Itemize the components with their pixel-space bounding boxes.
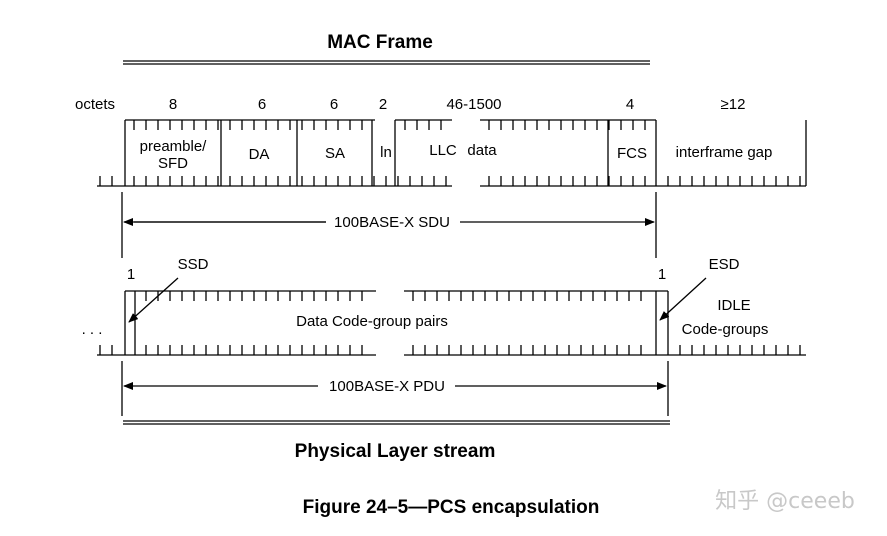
pdu-label: 100BASE-X PDU xyxy=(329,378,445,395)
sdu-label: 100BASE-X SDU xyxy=(334,214,450,231)
ssd-label: SSD xyxy=(178,256,209,273)
physical-layer-stream-title: Physical Layer stream xyxy=(295,441,496,462)
watermark: 知乎 @ceeeb xyxy=(715,489,855,514)
stream-double-rule xyxy=(123,420,670,425)
mac-frame-row xyxy=(97,119,807,187)
data-code-group-pairs: Data Code-group pairs xyxy=(296,313,448,330)
figure-caption: Figure 24–5—PCS encapsulation xyxy=(303,497,600,518)
octet-count-ifg: ≥12 xyxy=(721,96,746,113)
octet-count-preamble: 8 xyxy=(169,96,177,113)
field-llc: LLC xyxy=(429,142,457,159)
field-preamble-line2: SFD xyxy=(158,155,188,172)
esd-bit-count: 1 xyxy=(658,266,666,283)
mac-frame-double-rule xyxy=(123,60,650,65)
field-preamble-line1: preamble/ xyxy=(140,138,208,155)
esd-label: ESD xyxy=(709,256,740,273)
field-ln: ln xyxy=(380,144,392,161)
idle-label-line1: IDLE xyxy=(717,297,750,314)
sdu-dimension xyxy=(121,192,657,258)
octet-count-sa: 6 xyxy=(330,96,338,113)
idle-label-line2: Code-groups xyxy=(682,321,769,338)
field-fcs: FCS xyxy=(617,145,647,162)
octets-label: octets xyxy=(75,96,115,113)
mac-frame-title: MAC Frame xyxy=(327,32,433,53)
pdu-dimension xyxy=(121,361,669,416)
ellipsis: . . . xyxy=(82,321,103,338)
ssd-pointer-arrow xyxy=(128,277,179,323)
field-interframe-gap: interframe gap xyxy=(676,144,773,161)
esd-pointer-arrow xyxy=(659,277,707,321)
ssd-bit-count: 1 xyxy=(127,266,135,283)
field-sa: SA xyxy=(325,145,345,162)
octet-count-ln: 2 xyxy=(379,96,387,113)
field-data: data xyxy=(467,142,497,159)
octet-count-fcs: 4 xyxy=(626,96,634,113)
pcs-row xyxy=(97,290,806,356)
octet-count-llc-data: 46-1500 xyxy=(446,96,501,113)
octet-count-da: 6 xyxy=(258,96,266,113)
field-da: DA xyxy=(249,146,270,163)
